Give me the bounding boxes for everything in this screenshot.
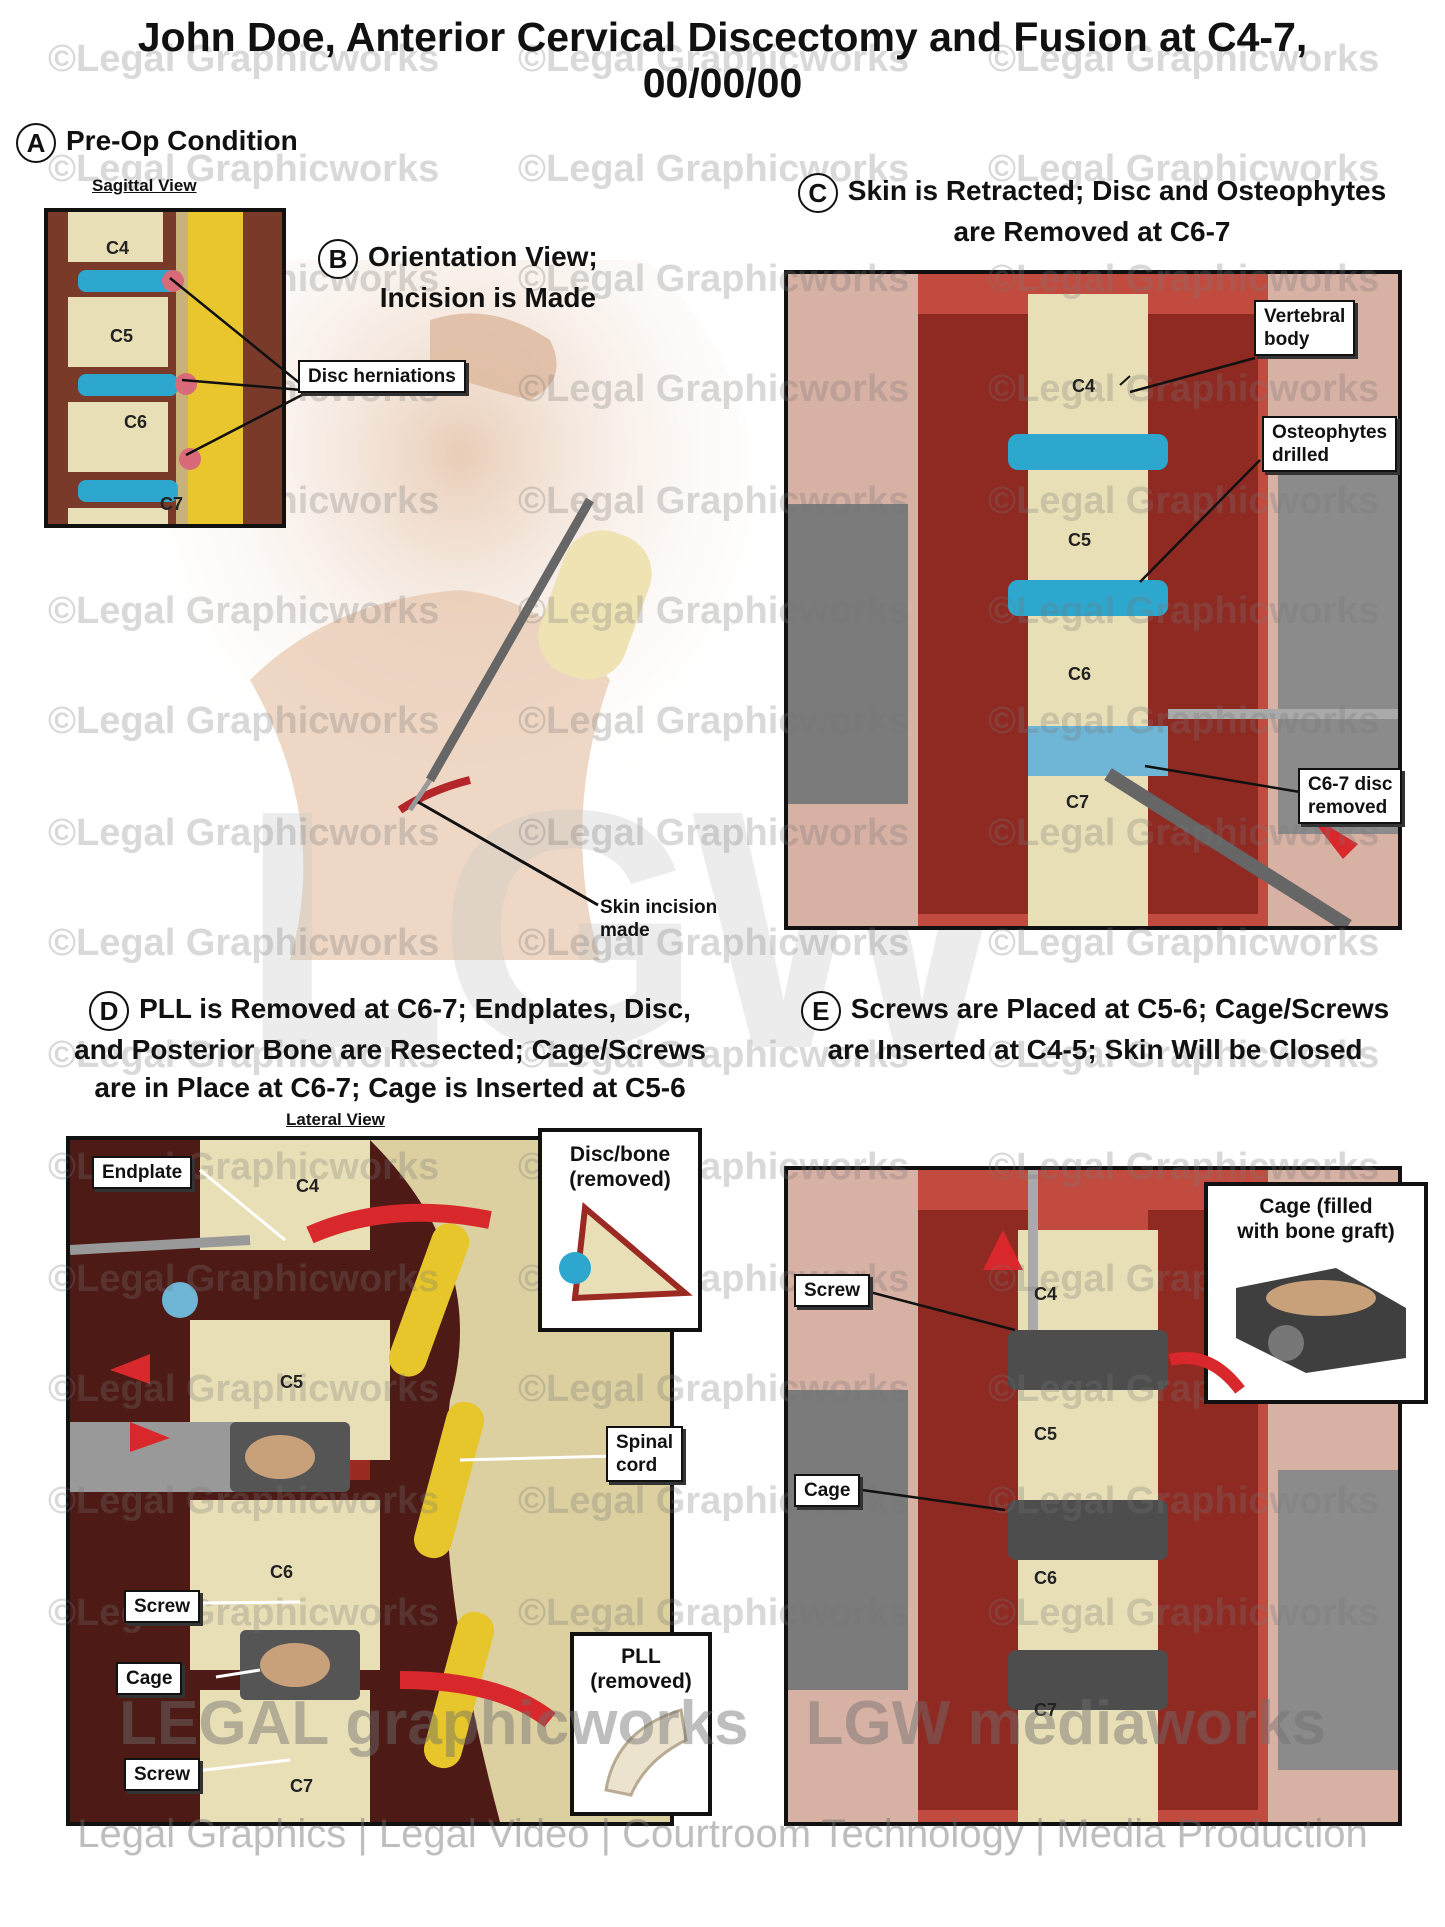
panel-c-label-c5: C5	[1068, 530, 1092, 550]
callout-vertebral-body: Vertebral body	[1254, 300, 1356, 356]
sagittal-label-c7: C7	[160, 494, 184, 514]
sagittal-label-c4: C4	[106, 238, 130, 258]
pll-tissue-icon	[604, 1708, 688, 1797]
inset-disc-bone-removed: Disc/bone (removed)	[538, 1128, 702, 1332]
callout-screw-lower: Screw	[124, 1758, 200, 1791]
section-c-title-2: are Removed at C6-7	[953, 215, 1231, 247]
callout-spinal-cord: Spinal cord	[606, 1426, 684, 1482]
callout-spinal-2: cord	[616, 1455, 658, 1476]
inset-pll-removed: PLL (removed)	[570, 1632, 712, 1816]
callout-disc-1: C6-7 disc	[1308, 774, 1393, 795]
panel-d-label-c6: C6	[270, 1562, 294, 1582]
section-a-heading: A Pre-Op Condition	[16, 122, 298, 163]
section-b-heading: B Orientation View; Incision is Made	[318, 238, 598, 317]
sagittal-label-c6: C6	[124, 412, 148, 432]
neck-illustration	[130, 260, 750, 960]
callout-c67-disc: C6-7 disc removed	[1298, 768, 1403, 824]
inset-cage-1: Cage (filled	[1259, 1195, 1373, 1218]
panel-e-label-c4: C4	[1034, 1284, 1058, 1304]
section-d-heading: D PLL is Removed at C6-7; Endplates, Disc…	[30, 990, 750, 1107]
inset-pll-2: (removed)	[590, 1670, 692, 1693]
panel-d-label-c5: C5	[280, 1372, 304, 1392]
panel-d-label-c7: C7	[290, 1776, 314, 1796]
inset-disc-2: (removed)	[569, 1168, 671, 1191]
panel-e-label-c7: C7	[1034, 1700, 1058, 1720]
section-e-letter: E	[800, 990, 841, 1031]
callout-endplate: Endplate	[92, 1156, 193, 1189]
section-d-subheading: Lateral View	[286, 1110, 385, 1129]
callout-screw-e: Screw	[794, 1274, 870, 1307]
callout-cage-e: Cage	[794, 1474, 861, 1507]
panel-c-label-c6: C6	[1068, 664, 1092, 684]
inset-disc-1: Disc/bone	[569, 1143, 671, 1166]
section-c-panel	[784, 270, 1402, 930]
section-e-title-1: Screws are Placed at C5-6; Cage/Screws	[850, 993, 1390, 1024]
footer-brands: LEGAL graphicworks LGW mediaworks	[0, 1688, 1445, 1759]
sagittal-label-c5: C5	[110, 326, 134, 346]
sagittal-view-panel	[44, 208, 286, 528]
disc-bone-icon	[559, 1202, 693, 1302]
section-a-subheading: Sagittal View	[92, 176, 197, 195]
section-a-letter: A	[16, 122, 56, 163]
callout-osteophytes: Osteophytes drilled	[1262, 416, 1398, 472]
legal-graphicworks-logo: LEGAL graphicworks	[119, 1689, 749, 1758]
section-e-title-2: are Inserted at C4-5; Skin Will be Close…	[827, 1033, 1363, 1065]
section-d-title-3: are in Place at C6-7; Cage is Inserted a…	[94, 1071, 686, 1103]
panel-e-label-c5: C5	[1034, 1424, 1058, 1444]
section-a-title: Pre-Op Condition	[66, 125, 298, 156]
callout-screw-upper: Screw	[124, 1590, 200, 1623]
callout-osteo-1: Osteophytes	[1272, 422, 1388, 443]
title-line-1: John Doe, Anterior Cervical Discectomy a…	[137, 14, 1308, 60]
callout-vertebral-1: Vertebral	[1264, 306, 1346, 327]
cage-icon	[1236, 1268, 1406, 1373]
callout-vertebral-2: body	[1264, 329, 1310, 350]
section-c-heading: C Skin is Retracted; Disc and Osteophytes…	[762, 172, 1422, 251]
section-c-title-1: Skin is Retracted; Disc and Osteophytes	[847, 175, 1387, 206]
section-b-title-2: Incision is Made	[379, 281, 597, 313]
callout-osteo-2: drilled	[1272, 445, 1330, 466]
inset-cage-2: with bone graft)	[1237, 1220, 1395, 1243]
panel-d-label-c4: C4	[296, 1176, 320, 1196]
panel-c-label-c7: C7	[1066, 792, 1090, 812]
callout-disc-2: removed	[1308, 797, 1388, 818]
section-b-title-1: Orientation View;	[368, 241, 598, 272]
callout-skin-incision: Skin incision made	[600, 896, 717, 942]
callout-skin-incision-1: Skin incision	[600, 897, 718, 918]
panel-c-label-c4: C4	[1072, 376, 1096, 396]
footer-tagline: Legal Graphics | Legal Video | Courtroom…	[77, 1812, 1368, 1856]
section-d-letter: D	[89, 990, 130, 1031]
section-e-panel	[784, 1166, 1402, 1826]
callout-cage-d: Cage	[116, 1662, 183, 1695]
inset-pll-1: PLL	[621, 1645, 661, 1668]
section-c-letter: C	[797, 172, 838, 213]
page-title: John Doe, Anterior Cervical Discectomy a…	[0, 14, 1445, 106]
section-b-letter: B	[318, 238, 358, 279]
title-line-2: 00/00/00	[642, 60, 803, 106]
section-d-title-2: and Posterior Bone are Resected; Cage/Sc…	[74, 1033, 706, 1065]
callout-spinal-1: Spinal	[616, 1432, 674, 1453]
panel-e-label-c6: C6	[1034, 1568, 1058, 1588]
lgw-mediaworks-logo: LGW mediaworks	[805, 1689, 1326, 1758]
callout-skin-incision-2: made	[600, 920, 650, 941]
inset-cage-bone-graft: Cage (filled with bone graft)	[1204, 1182, 1428, 1404]
red-arrow-e	[1168, 1352, 1245, 1394]
callout-disc-herniations: Disc herniations	[298, 360, 466, 393]
section-d-title-1: PLL is Removed at C6-7; Endplates, Disc,	[139, 993, 691, 1024]
